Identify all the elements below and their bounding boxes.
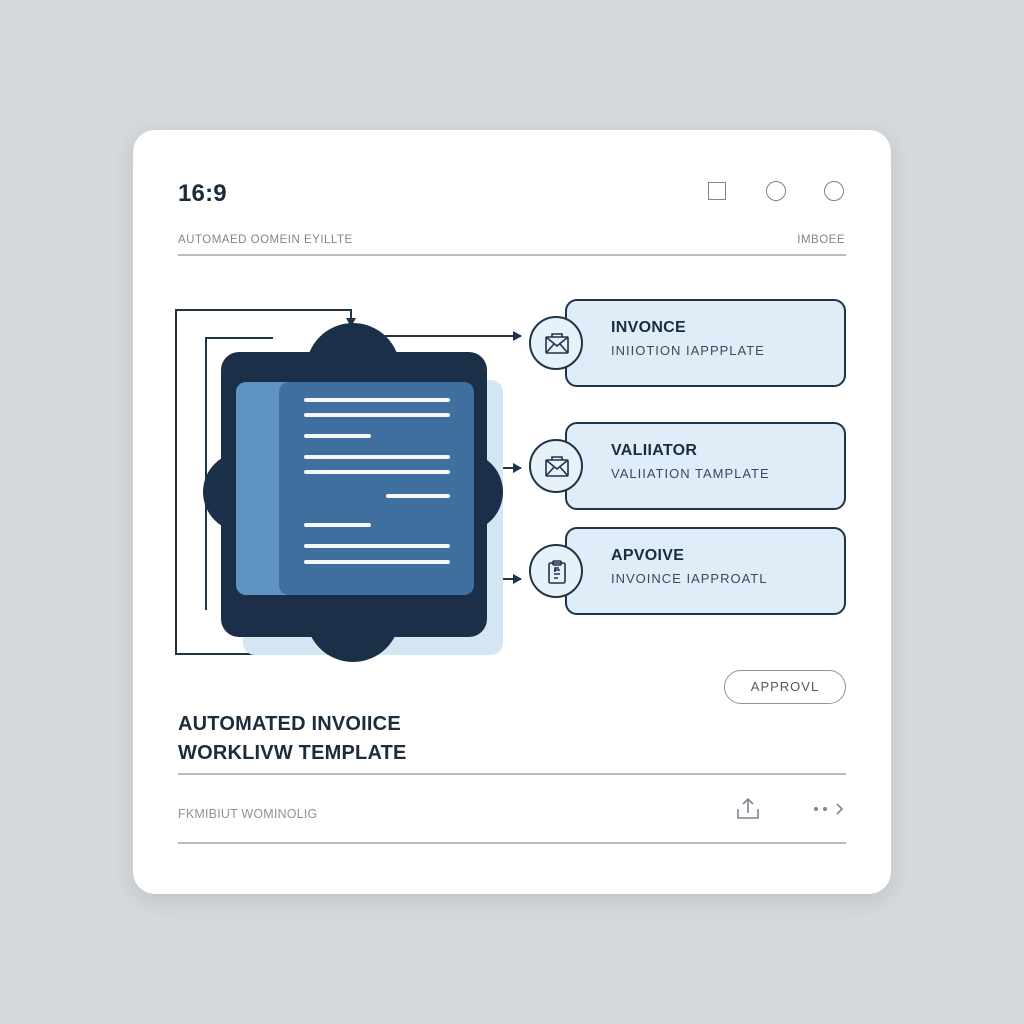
template-card: 16:9 AUTOMAED OOMEIN EYILLTE IMBOEE xyxy=(133,130,891,894)
header-tag: IMBOEE xyxy=(797,234,845,246)
step-validator[interactable]: VALIIATOR VALIIATION TAMPLATE xyxy=(529,422,846,510)
aspect-ratio-label: 16:9 xyxy=(178,180,227,207)
square-icon[interactable] xyxy=(708,182,726,200)
page-title: AUTOMATED INVOIICE WORKLIVW TEMPLATE xyxy=(178,710,407,768)
clipboard-icon xyxy=(529,544,583,598)
approve-button[interactable]: APPROVL xyxy=(724,670,846,704)
envelope-icon xyxy=(529,439,583,493)
workflow-diagram xyxy=(175,309,522,662)
divider xyxy=(178,773,846,775)
divider xyxy=(178,842,846,844)
circle-icon[interactable] xyxy=(766,181,786,201)
more-arrow-icon[interactable] xyxy=(812,798,848,820)
step-approve[interactable]: APVOIVE INVOINCE IAPPROATL xyxy=(529,527,846,615)
footer-label: FKMIBIUT WOMINOLIG xyxy=(178,807,318,821)
envelope-icon xyxy=(529,316,583,370)
step-title: INVONCE xyxy=(611,319,686,336)
circle-icon[interactable] xyxy=(824,181,844,201)
title-line-1: AUTOMATED INVOIICE xyxy=(178,713,401,735)
step-invoice[interactable]: INVONCE INIIOTION IAPPPLATE xyxy=(529,299,846,387)
title-line-2: WORKLIVW TEMPLATE xyxy=(178,742,407,764)
share-icon[interactable] xyxy=(734,795,762,823)
step-title: APVOIVE xyxy=(611,547,685,564)
divider xyxy=(178,254,846,256)
step-subtitle: VALIIATION TAMPLATE xyxy=(611,466,770,481)
header-subtitle: AUTOMAED OOMEIN EYILLTE xyxy=(178,234,353,246)
step-title: VALIIATOR xyxy=(611,442,698,459)
step-subtitle: INVOINCE IAPPROATL xyxy=(611,571,768,586)
step-subtitle: INIIOTION IAPPPLATE xyxy=(611,343,765,358)
document-text-lines xyxy=(304,398,450,564)
